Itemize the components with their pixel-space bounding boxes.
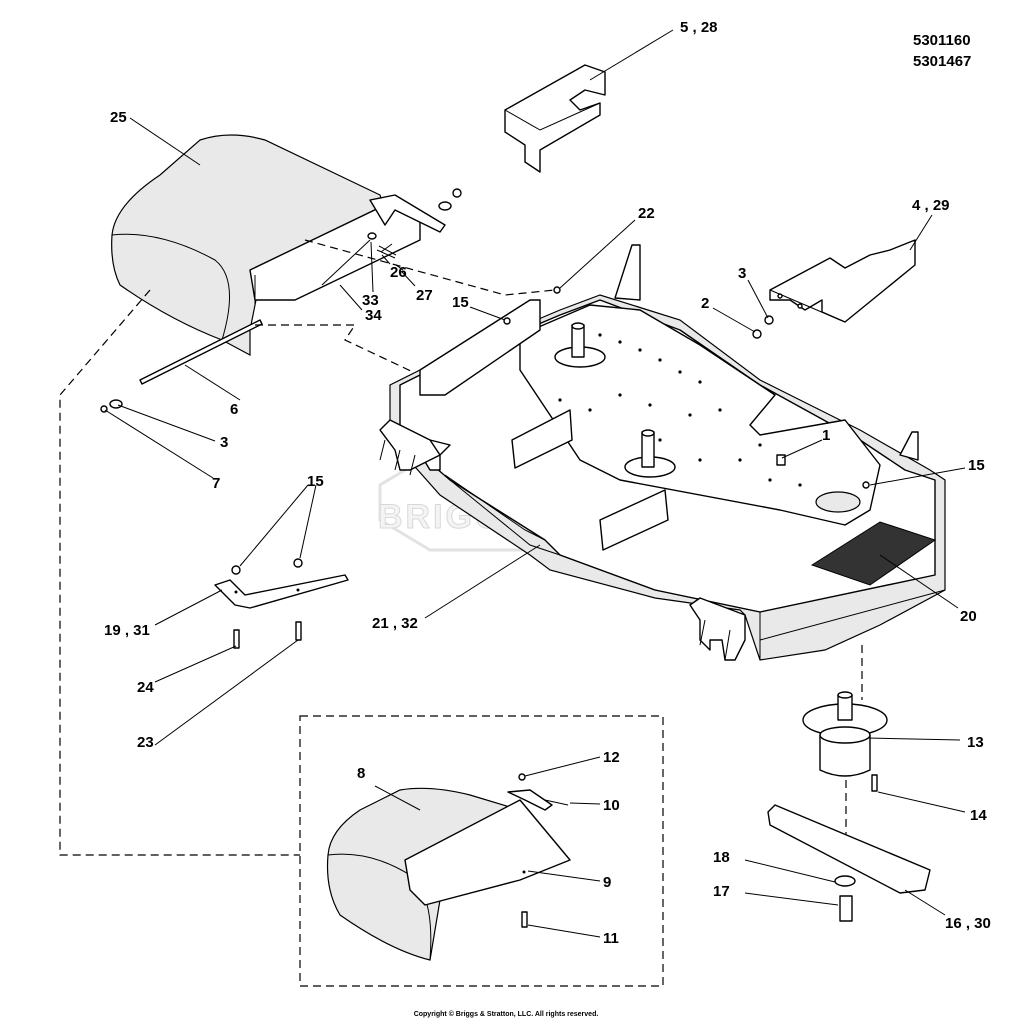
callout-9: 9: [603, 874, 611, 891]
callout-4-29: 4 , 29: [912, 197, 950, 214]
callout-7: 7: [212, 475, 220, 492]
callout-33: 33: [362, 292, 379, 309]
discharge-chute-25: [111, 134, 446, 357]
rod-6: [139, 319, 263, 385]
screw-22: [553, 286, 561, 294]
callout-16-30: 16 , 30: [945, 915, 991, 932]
bolt-11: [521, 911, 528, 928]
mulch-chute-8: [326, 773, 571, 961]
callout-8: 8: [357, 765, 365, 782]
callout-17: 17: [713, 883, 730, 900]
leader-lines: [104, 29, 966, 938]
hole-9: [522, 870, 526, 874]
hardware-washer-3: [764, 315, 774, 325]
belt-cover-4-29: [769, 239, 916, 323]
callout-3b: 3: [220, 434, 228, 451]
copyright-notice: Copyright © Briggs & Stratton, LLC. All …: [413, 1011, 599, 1018]
callout-13: 13: [967, 734, 984, 751]
belt-cover-bracket-5-28: [504, 64, 606, 173]
mower-deck-21-32: [379, 244, 946, 661]
nut-15a: [503, 317, 511, 325]
callout-18: 18: [713, 849, 730, 866]
callout-15b: 15: [968, 457, 985, 474]
nut-15b: [862, 481, 870, 489]
blade-16-30: [767, 804, 931, 922]
washer-18: [834, 875, 856, 887]
callout-11: 11: [603, 930, 619, 947]
washer-3b: [109, 399, 123, 409]
rod-34: [321, 239, 371, 286]
pin-10: [544, 799, 569, 806]
callout-14: 14: [970, 807, 987, 824]
bracket-19-31: [214, 558, 349, 649]
dashed-connector-3: [59, 289, 300, 856]
clip-1: [776, 454, 786, 466]
callout-21-32: 21 , 32: [372, 615, 418, 632]
callout-34: 34: [365, 307, 382, 324]
nut-12: [518, 773, 526, 781]
dashed-connector-1: [255, 324, 431, 381]
part-number-2: 5301467: [913, 53, 971, 70]
callout-12: 12: [603, 749, 620, 766]
callout-26: 26: [390, 264, 407, 281]
callout-6: 6: [230, 401, 238, 418]
callout-1: 1: [822, 427, 830, 444]
callout-24: 24: [137, 679, 154, 696]
bolt-17: [839, 895, 853, 922]
callout-2: 2: [701, 295, 709, 312]
decal-20: [810, 521, 937, 586]
chute-hardware-nut: [438, 188, 462, 211]
callout-22: 22: [638, 205, 655, 222]
callout-15a: 15: [452, 294, 469, 311]
inset-dashed-box: [299, 715, 664, 987]
callout-25: 25: [110, 109, 127, 126]
callout-15c: 15: [307, 473, 324, 490]
washer-33: [367, 232, 377, 240]
spring-26: [376, 243, 397, 259]
part-number-1: 5301160: [913, 32, 971, 49]
spindle-assembly-13: [802, 645, 888, 850]
callout-10: 10: [603, 797, 620, 814]
callout-27: 27: [416, 287, 433, 304]
callout-3a: 3: [738, 265, 746, 282]
callout-20: 20: [960, 608, 977, 625]
callout-5-28: 5 , 28: [680, 19, 718, 36]
callout-23: 23: [137, 734, 154, 751]
bolt-14: [871, 774, 878, 792]
callout-19-31: 19 , 31: [104, 622, 150, 639]
